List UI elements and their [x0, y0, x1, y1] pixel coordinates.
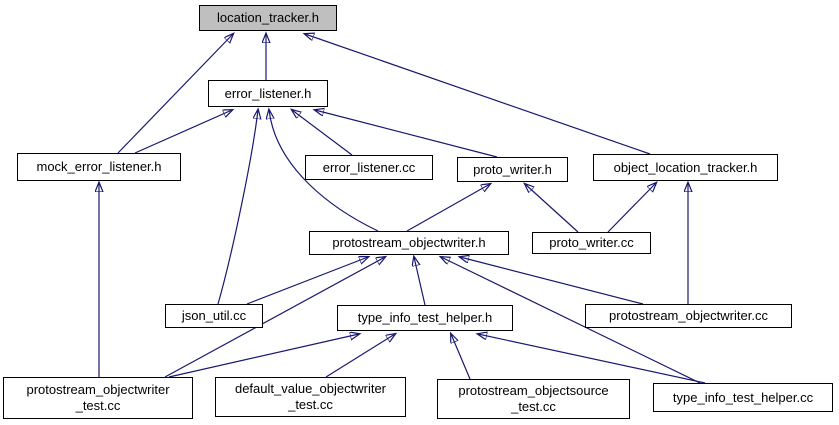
node-protostream-objectwriter-cc[interactable]: protostream_objectwriter.cc	[585, 304, 792, 328]
edge-protostream_objectsource_test_cc-to-type_info_test_helper_h	[451, 334, 471, 380]
edge-default_value_objectwriter_test_cc-to-type_info_test_helper_h	[325, 334, 395, 378]
node-mock-error-listener-h[interactable]: mock_error_listener.h	[17, 153, 181, 181]
node-proto-writer-h[interactable]: proto_writer.h	[457, 157, 568, 182]
edge-protostream_objectwriter_test_cc-to-protostream_objectwriter_h	[164, 257, 385, 378]
edge-protostream_objectwriter_test_cc-to-type_info_test_helper_h	[168, 334, 359, 378]
edge-type_info_test_helper_cc-to-protostream_objectwriter_h	[441, 257, 701, 384]
node-proto-writer-cc[interactable]: proto_writer.cc	[532, 232, 651, 254]
node-json-util-cc[interactable]: json_util.cc	[165, 304, 263, 328]
edge-json_util_cc-to-error_listener_h	[217, 110, 258, 305]
node-protostream-objectwriter-test-cc[interactable]: protostream_objectwriter _test.cc	[3, 377, 193, 419]
edge-json_util_cc-to-protostream_objectwriter_h	[246, 257, 368, 305]
node-error-listener-cc[interactable]: error_listener.cc	[305, 155, 433, 180]
node-error-listener-h[interactable]: error_listener.h	[208, 80, 328, 107]
node-object-location-tracker-h[interactable]: object_location_tracker.h	[593, 154, 778, 181]
edge-proto_writer_h-to-error_listener_h	[315, 110, 498, 158]
edge-mock_error_listener_h-to-location_tracker_h	[117, 34, 233, 154]
edge-proto_writer_cc-to-object_location_tracker_h	[607, 183, 656, 233]
edge-type_info_test_helper_h-to-protostream_objectwriter_h	[414, 257, 426, 306]
edge-mock_error_listener_h-to-error_listener_h	[134, 110, 232, 154]
node-protostream-objectwriter-h[interactable]: protostream_objectwriter.h	[309, 231, 509, 255]
edge-proto_writer_cc-to-proto_writer_h	[525, 184, 579, 233]
node-type-info-test-helper-h[interactable]: type_info_test_helper.h	[337, 305, 513, 331]
edge-protostream_objectwriter_cc-to-protostream_objectwriter_h	[460, 257, 644, 305]
node-location-tracker-h[interactable]: location_tracker.h	[199, 5, 337, 31]
edge-object_location_tracker_h-to-location_tracker_h	[305, 34, 651, 155]
node-type-info-test-helper-cc[interactable]: type_info_test_helper.cc	[653, 383, 833, 412]
edge-type_info_test_helper_cc-to-type_info_test_helper_h	[478, 334, 706, 384]
edge-protostream_objectwriter_h-to-error_listener_h	[269, 110, 379, 232]
edge-error_listener_cc-to-error_listener_h	[292, 110, 353, 156]
edge-protostream_objectwriter_h-to-proto_writer_h	[406, 184, 490, 232]
node-default-value-objectwriter-test-cc[interactable]: default_value_objectwriter _test.cc	[215, 377, 406, 417]
node-protostream-objectsource-test-cc[interactable]: protostream_objectsource _test.cc	[437, 379, 630, 419]
